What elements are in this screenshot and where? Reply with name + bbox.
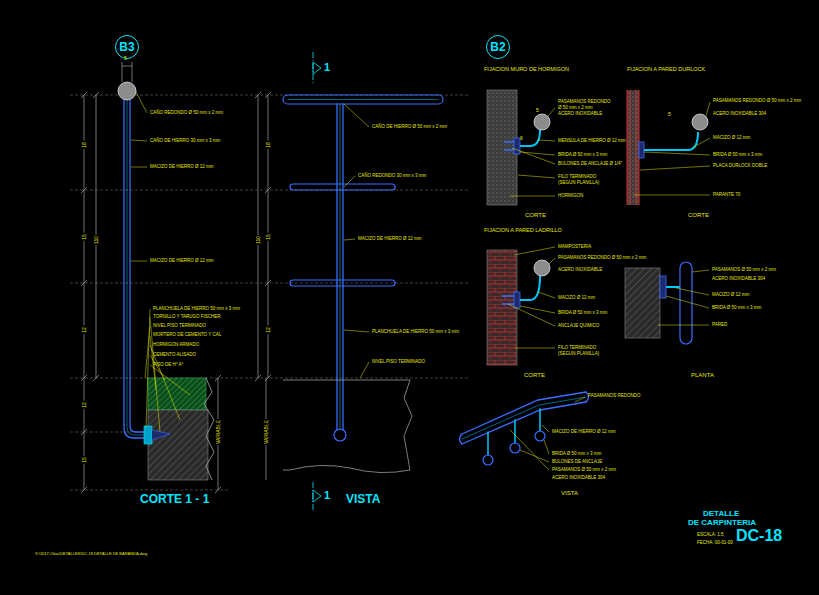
annotation-label: 1 (324, 490, 330, 501)
annotation-label: DE CARPINTERIA (688, 519, 756, 527)
annotation-label: BRIDA Ø 50 mm x 3 mm (558, 311, 607, 316)
annotation-label: BRIDA Ø 50 mm x 3 mm (713, 153, 762, 158)
annotation-label: ACERO INOXIDABLE (558, 112, 602, 117)
annotation-label: MACIZO DE HIERRO Ø 12 mm (150, 259, 214, 264)
annotation-label: CAÑO DE HIERRO 30 mm x 3 mm (150, 139, 220, 144)
annotation-label: PASAMANOS REDONDO (558, 100, 610, 105)
dimension-label: 15 (266, 233, 271, 241)
annotation-label: FECHA: 00-01-00 (697, 541, 733, 546)
annotation-label: MORTERO DE CEMENTO Y CAL (153, 333, 221, 338)
annotation-label: X:\2017-Obra\DETALLES\DC-18 DETALLE DE B… (35, 552, 147, 556)
annotation-label: CORTE (524, 372, 545, 378)
annotation-label: BRIDA Ø 50 mm x 3 mm (558, 153, 607, 158)
annotation-label: DETALLE (703, 510, 739, 518)
annotation-label: PLANCHUELA DE HIERRO 50 mm x 3 mm (153, 307, 240, 312)
annotation-label: PISO DE H° A° (153, 363, 183, 368)
annotation-label: MACIZO Ø 12 mm (712, 293, 749, 298)
annotation-label: FIJACION A PARED DURLOCK (627, 67, 705, 73)
dimension-label: 110 (94, 235, 99, 245)
annotation-label: PASAMANOS REDONDO Ø 50 mm x 2 mm (713, 99, 801, 104)
detail-callout-circle: B3 (115, 35, 139, 59)
annotation-label: BRIDA Ø 50 mm x 3 mm (552, 452, 601, 457)
annotation-label: ANCLAJE QUIMICO (558, 324, 599, 329)
annotation-label: ACERO INOXIDABLE (558, 268, 602, 273)
annotation-label: MACIZO DE HIERRO Ø 12 mm (150, 165, 214, 170)
annotation-label: MACIZO Ø 12 mm (558, 296, 595, 301)
dimension-label: 15 (82, 456, 87, 464)
annotation-label: PASAMANOS REDONDO Ø 50 mm x 2 mm (558, 256, 646, 261)
annotation-label: PLANCHUELA DE HIERRO 50 mm x 3 mm (372, 330, 459, 335)
annotation-label: MAMPOSTERIA (558, 245, 591, 250)
annotation-label: ACERO INOXIDABLE 304 (713, 112, 766, 117)
annotation-label: HORMIGON ARMADO (153, 343, 199, 348)
annotation-label: BULONES DE ANCLAJE Ø 1/4" (558, 162, 622, 167)
dimension-label: VARIABLE (264, 419, 269, 445)
annotation-label: Ø 50 mm x 2 mm (558, 106, 593, 111)
annotation-label: PLANTA (691, 372, 714, 378)
annotation-label: BRIDA Ø 50 mm x 3 mm (712, 306, 761, 311)
dimension-label: 12 (82, 326, 87, 334)
detail-callout-circle: B2 (486, 35, 510, 59)
annotation-label: CORTE (688, 212, 709, 218)
annotation-label: 1 (324, 62, 330, 73)
annotation-label: CORTE 1 - 1 (140, 493, 209, 505)
annotation-label: 5 (124, 56, 127, 61)
annotation-label: HORMIGON (558, 194, 583, 199)
annotation-label: 5 (668, 112, 671, 117)
dimension-label: 110 (256, 235, 261, 245)
annotation-label: MACIZO Ø 12 mm (713, 136, 750, 141)
dimension-label: 12 (82, 401, 87, 409)
annotation-label: 5 (536, 108, 539, 113)
annotation-label: PASAMANOS Ø 50 mm x 2 mm (712, 268, 776, 273)
annotation-label: FIJACION MURO DE HORMIGON (484, 67, 569, 73)
annotation-label: NIVEL PISO TERMINADO (372, 360, 425, 365)
annotation-label: MENSULA DE HIERRO Ø 12 mm (558, 139, 626, 144)
annotation-label: PARANTE 70 (713, 193, 740, 198)
annotation-label: PASAMANOS REDONDO (588, 394, 640, 399)
annotation-label: MACIZO DE HIERRO Ø 12 mm (552, 430, 616, 435)
annotation-label: 6 (520, 136, 523, 141)
annotation-label: VISTA (346, 493, 380, 505)
annotation-label: PASAMANOS Ø 50 mm x 2 mm (552, 468, 616, 473)
annotation-label: (SEGUN PLANILLA) (558, 181, 599, 186)
detail-number: B2 (490, 41, 505, 53)
dimension-label: 18 (266, 141, 271, 149)
annotation-label: NIVEL PISO TERMINADO (153, 324, 206, 329)
annotation-label: MACIZO DE HIERRO Ø 12 mm (358, 237, 422, 242)
annotation-label: PARED (712, 323, 727, 328)
annotation-label: CAÑO REDONDO 30 mm x 3 mm (358, 174, 426, 179)
annotation-label: ACERO INOXIDABLE 304 (712, 277, 765, 282)
dimension-label: 15 (82, 233, 87, 241)
annotation-label: DC-18 (736, 528, 782, 544)
dimension-label: 18 (82, 141, 87, 149)
annotation-label: ACERO INOXIDABLE 304 (552, 476, 605, 481)
annotation-label: FILO TERMINADO (558, 346, 596, 351)
annotation-label: CAÑO DE HIERRO Ø 50 mm x 2 mm (372, 125, 447, 130)
detail-number: B3 (119, 41, 134, 53)
dimension-label: VARIABLE (216, 419, 221, 445)
annotation-label: (SEGUN PLANILLA) (558, 352, 599, 357)
annotation-label: VISTA (561, 490, 578, 496)
annotation-label: FIJACION A PARED LADRILLO (484, 228, 562, 234)
dimension-label: 12 (266, 326, 271, 334)
annotation-label: FILO TERMINADO (558, 175, 596, 180)
annotation-label: ESCALA: 1:5 (697, 533, 724, 538)
annotation-label: CEMENTO ALISADO (153, 353, 196, 358)
annotation-label: BULONES DE ANCLAJE (552, 460, 602, 465)
annotation-label: CAÑO REDONDO Ø 50 mm x 2 mm (150, 111, 223, 116)
annotation-label: PLACA DURLOCK DOBLE (713, 164, 767, 169)
annotation-label: CORTE (525, 212, 546, 218)
annotation-label: TORNILLO Y TARUGO FISCHER (153, 315, 221, 320)
